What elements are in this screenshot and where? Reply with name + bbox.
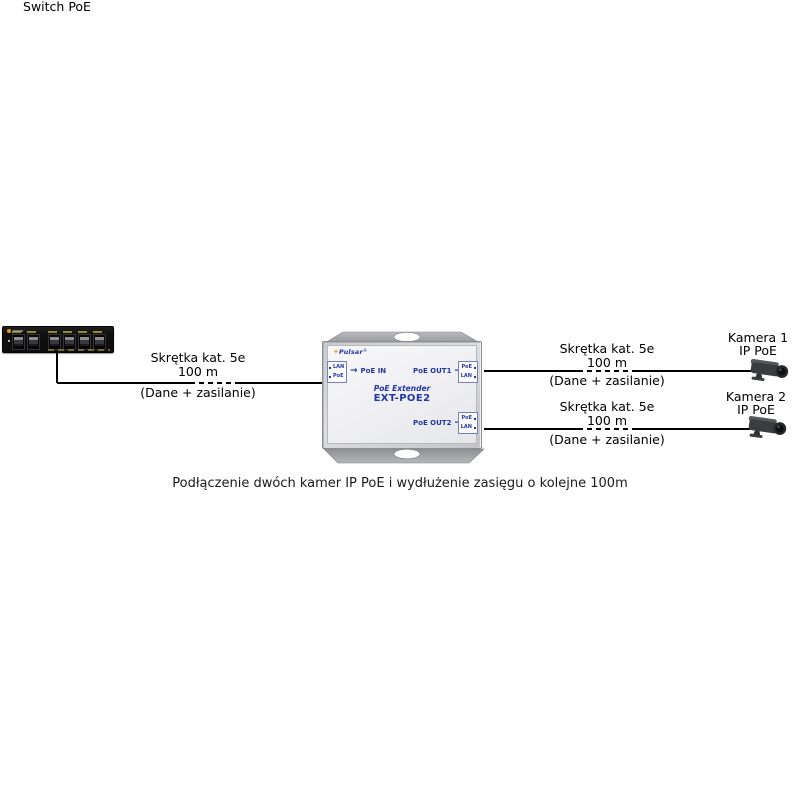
registered-mark: ® xyxy=(362,348,367,353)
arrow-right-icon: → xyxy=(350,366,358,376)
cable-length: 100 m xyxy=(586,413,627,428)
cable-switch-drop xyxy=(56,353,58,383)
cable-out1-break xyxy=(578,370,636,372)
rj45-port xyxy=(27,334,40,350)
cable-out1-label: Skrętka kat. 5e 100 m xyxy=(537,342,677,370)
extender-face-label: ✦ Pulsar ® LAN PoE → PoE IN PoE OUT1 → P… xyxy=(327,345,478,444)
led-dot-icon xyxy=(474,426,476,429)
extender-mounting-flanges xyxy=(323,331,485,464)
camera1-icon xyxy=(750,358,789,382)
cable-out2-label: Skrętka kat. 5e 100 m xyxy=(537,400,677,428)
cable-out2-segment xyxy=(636,428,750,430)
cable-out2-carries: (Dane + zasilanie) xyxy=(549,432,665,447)
pulsar-star-icon: ✦ xyxy=(333,348,339,356)
cable-out1-segment xyxy=(484,370,578,372)
brand-name: Pulsar xyxy=(338,348,363,356)
poe-in-port-label: → PoE IN xyxy=(350,366,387,376)
rj45-port xyxy=(93,334,106,350)
cable-type: Skrętka kat. 5e xyxy=(150,350,246,365)
cable-in-carries: (Dane + zasilanie) xyxy=(140,385,256,400)
switch-port-markings xyxy=(48,349,110,351)
switch-label: Switch PoE xyxy=(23,0,91,14)
jack-label: LAN xyxy=(460,424,472,430)
jack-label: LAN xyxy=(333,364,345,370)
switch-power-led xyxy=(8,340,10,342)
switch-port-markings xyxy=(12,331,42,333)
poe-out2-jack: PoE LAN xyxy=(458,412,478,434)
switch-port-markings xyxy=(48,331,108,333)
cable-in-label: Skrętka kat. 5e 100 m xyxy=(128,351,268,379)
camera2-label: Kamera 2 IP PoE xyxy=(716,390,796,416)
cable-in-segment xyxy=(240,382,323,384)
camera-type: IP PoE xyxy=(737,402,775,417)
poe-in-jack: LAN PoE xyxy=(327,361,347,383)
cable-out2-segment xyxy=(484,428,578,430)
extender-brand: ✦ Pulsar ® xyxy=(333,349,367,358)
rj45-port xyxy=(12,334,25,350)
poe-out1-port-label: PoE OUT1 → xyxy=(413,367,462,376)
cable-type: Skrętka kat. 5e xyxy=(559,399,655,414)
cable-in-segment xyxy=(57,382,190,384)
camera-name: Kamera 2 xyxy=(725,389,787,404)
led-dot-icon xyxy=(474,417,476,420)
cable-length: 100 m xyxy=(586,355,627,370)
led-dot-icon xyxy=(329,366,331,369)
switch-uplink-ports xyxy=(12,334,40,350)
switch-logo-icon xyxy=(7,329,11,333)
jack-label: PoE xyxy=(461,364,472,370)
diagram-caption: Podłączenie dwóch kamer IP PoE i wydłuże… xyxy=(172,476,628,491)
poe-out2-port-label: PoE OUT2 → xyxy=(413,419,462,428)
cable-in-break xyxy=(190,382,240,384)
rj45-port xyxy=(63,334,76,350)
cable-out2-break xyxy=(578,428,636,430)
cable-out1-carries: (Dane + zasilanie) xyxy=(549,373,665,388)
camera1-label: Kamera 1 IP PoE xyxy=(718,331,798,357)
switch-poe-ports xyxy=(48,334,106,350)
rj45-port xyxy=(78,334,91,350)
poe-out1-jack: PoE LAN xyxy=(458,361,478,383)
camera-type: IP PoE xyxy=(739,343,777,358)
jack-label: PoE xyxy=(333,373,344,379)
cable-length: 100 m xyxy=(177,364,218,379)
jack-label: PoE xyxy=(461,415,472,421)
extender-model: EXT-POE2 xyxy=(373,393,431,404)
cable-out1-segment xyxy=(636,370,752,372)
led-dot-icon xyxy=(474,375,476,378)
rj45-port xyxy=(48,334,61,350)
poe-switch-device xyxy=(2,326,114,353)
led-dot-icon xyxy=(329,375,331,378)
camera-name: Kamera 1 xyxy=(727,330,789,345)
jack-label: LAN xyxy=(460,373,472,379)
camera2-icon xyxy=(748,415,787,439)
extender-product-name: PoE Extender xyxy=(373,384,431,393)
cable-type: Skrętka kat. 5e xyxy=(559,341,655,356)
led-dot-icon xyxy=(474,366,476,369)
